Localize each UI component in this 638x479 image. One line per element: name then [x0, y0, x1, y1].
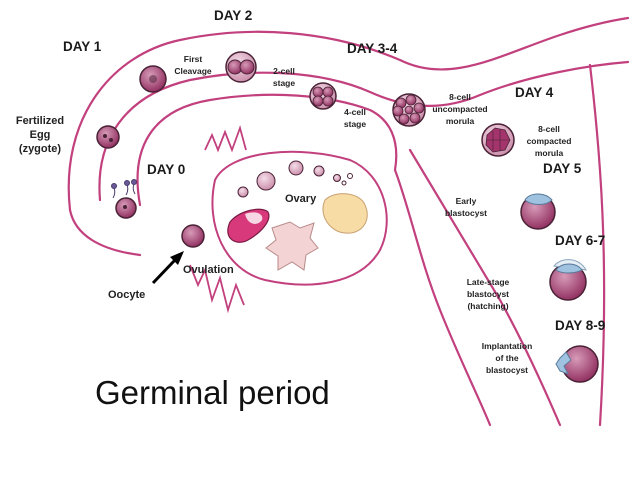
oocyte-cell [181, 224, 205, 248]
svg-text:compacted: compacted [527, 136, 572, 146]
svg-text:Early: Early [456, 196, 477, 206]
svg-text:Egg: Egg [30, 129, 51, 141]
svg-text:4-cell: 4-cell [344, 107, 366, 117]
diagram-title: Germinal period [95, 374, 330, 411]
sperm [111, 179, 137, 199]
svg-text:blastocyst: blastocyst [445, 208, 487, 218]
early-blastocyst-label: Early blastocyst [445, 196, 487, 218]
svg-text:Implantation: Implantation [482, 341, 533, 351]
svg-text:blastocyst: blastocyst [486, 365, 528, 375]
svg-text:Cleavage: Cleavage [174, 66, 212, 76]
late-blastocyst-label: Late-stage blastocyst (hatching) [467, 277, 510, 311]
ovulation-label: Ovulation [183, 264, 234, 276]
uterine-tube-outline [67, 16, 630, 427]
zygote-cell [96, 125, 120, 149]
svg-text:2-cell: 2-cell [273, 66, 295, 76]
implantation-cell [561, 345, 599, 383]
svg-text:Late-stage: Late-stage [467, 277, 510, 287]
svg-text:uncompacted: uncompacted [432, 104, 487, 114]
svg-text:8-cell: 8-cell [538, 124, 560, 134]
svg-text:(zygote): (zygote) [19, 143, 62, 155]
implantation-label: Implantation of the blastocyst [482, 341, 533, 375]
four-cell-label: 4-cell stage [344, 107, 366, 129]
fertilized-egg-label: Fertilized Egg (zygote) [16, 115, 64, 155]
ovary-label: Ovary [285, 193, 317, 205]
svg-text:morula: morula [446, 116, 475, 126]
svg-text:8-cell: 8-cell [449, 92, 471, 102]
svg-text:(hatching): (hatching) [467, 301, 508, 311]
svg-text:morula: morula [535, 148, 564, 158]
day4-label: DAY 4 [515, 85, 554, 100]
day3-4-label: DAY 3-4 [347, 41, 398, 56]
eight-cell-uncompacted-label: 8-cell uncompacted morula [432, 92, 487, 126]
cells [96, 51, 599, 383]
ovary [211, 150, 388, 286]
day2-label: DAY 2 [214, 8, 252, 23]
day6-7-label: DAY 6-7 [555, 233, 605, 248]
day1-label: DAY 1 [63, 39, 102, 54]
svg-text:First: First [184, 54, 203, 64]
oocyte-label: Oocyte [108, 289, 145, 301]
svg-text:stage: stage [344, 119, 366, 129]
day8-9-label: DAY 8-9 [555, 318, 605, 333]
svg-text:Fertilized: Fertilized [16, 115, 64, 127]
svg-text:of the: of the [495, 353, 518, 363]
fimbriae [189, 125, 247, 314]
day5-label: DAY 5 [543, 161, 582, 176]
first-cleavage-label: First Cleavage [174, 54, 212, 76]
day0-label: DAY 0 [147, 162, 185, 177]
oocyte-arrow [151, 251, 184, 285]
two-cell-label: 2-cell stage [273, 66, 295, 88]
four-cell [309, 82, 337, 110]
svg-text:stage: stage [273, 78, 295, 88]
eight-cell-compacted-label: 8-cell compacted morula [527, 124, 572, 158]
svg-text:blastocyst: blastocyst [467, 289, 509, 299]
